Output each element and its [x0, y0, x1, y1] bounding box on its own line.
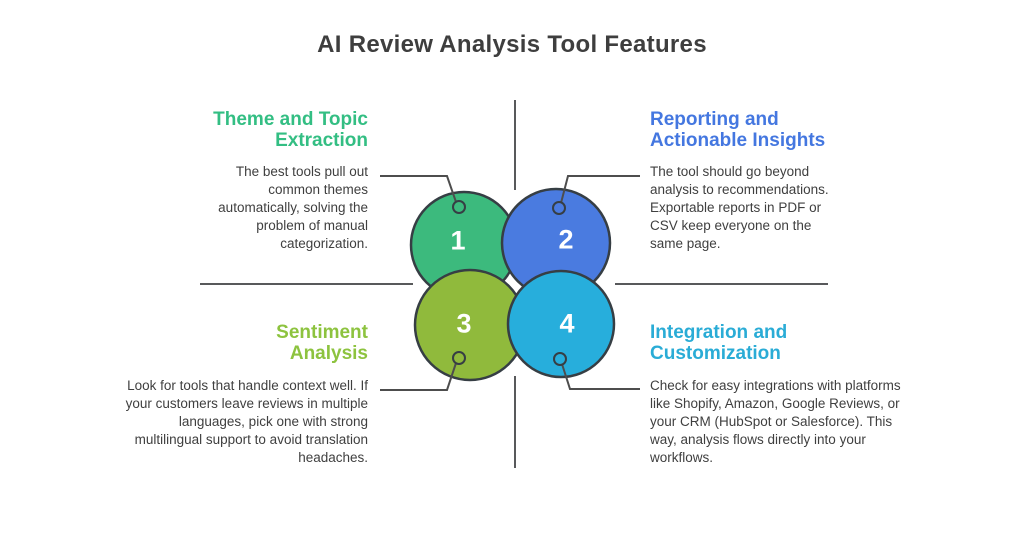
- heading-line: Integration and: [650, 322, 788, 343]
- heading-line: Analysis: [289, 343, 368, 364]
- circle-number-2: 2: [558, 224, 574, 255]
- heading-line: Customization: [650, 343, 781, 364]
- marker-ring-4: [553, 352, 567, 366]
- section-body-sentiment-analysis: Look for tools that handle context well.…: [125, 378, 368, 465]
- circle-4-integration: [506, 269, 616, 379]
- circle-number-4: 4: [559, 308, 575, 339]
- section-body-theme-topic-extraction: The best tools pull out common themes au…: [218, 164, 368, 251]
- heading-line: Actionable Insights: [650, 130, 826, 151]
- section-heading-reporting-insights: Reporting and Actionable Insights: [650, 109, 890, 151]
- marker-ring-1: [452, 200, 466, 214]
- marker-ring-2: [552, 201, 566, 215]
- heading-line: Sentiment: [276, 322, 368, 343]
- page-title: AI Review Analysis Tool Features: [317, 31, 707, 58]
- section-heading-integration-customization: Integration and Customization: [650, 322, 890, 364]
- circle-number-3: 3: [456, 308, 472, 339]
- connector-line-4: [561, 363, 640, 390]
- section-body-integration-customization: Check for easy integrations with platfor…: [650, 378, 901, 465]
- connector-line-3: [380, 362, 457, 391]
- marker-ring-3: [452, 351, 466, 365]
- section-heading-theme-topic-extraction: Theme and Topic Extraction: [128, 109, 368, 151]
- heading-line: Extraction: [275, 130, 368, 151]
- heading-line: Reporting and: [650, 109, 779, 130]
- circle-number-1: 1: [450, 225, 466, 256]
- section-body-reporting-insights: The tool should go beyond analysis to re…: [650, 164, 829, 251]
- connector-line-1: [380, 175, 457, 203]
- section-heading-sentiment-analysis: Sentiment Analysis: [128, 322, 368, 364]
- heading-line: Theme and Topic: [213, 109, 368, 130]
- connector-line-2: [560, 175, 640, 204]
